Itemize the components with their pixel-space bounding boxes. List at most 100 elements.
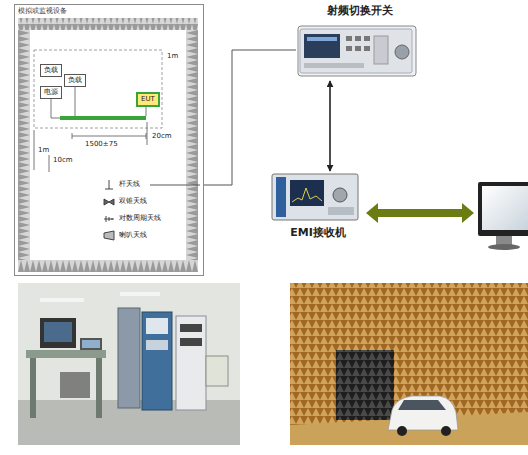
antenna-icons-part	[106, 216, 107, 222]
lab-photo-part	[118, 308, 140, 408]
emi-receiver-device-part	[290, 180, 324, 206]
test-setup-part	[72, 136, 146, 137]
dimension: 1500±75	[84, 140, 119, 149]
rf-switch-device-part	[300, 29, 412, 73]
antenna-name: 双锥天线	[118, 197, 148, 206]
monitor-part	[488, 244, 520, 250]
rf-switch-device-part	[364, 46, 370, 51]
absorber-wall-part	[18, 30, 30, 260]
node-title: 射频切换开关	[296, 4, 424, 18]
test-setup-part	[75, 86, 76, 116]
rf-switch-device-part	[355, 46, 361, 51]
emi-receiver-device	[272, 174, 358, 220]
receiver-device: EMI接收机	[270, 170, 366, 240]
antenna-name: 对数周期天线	[118, 214, 162, 223]
node-title: 模拟或监视设备	[15, 5, 203, 18]
antenna-icons-part	[150, 185, 200, 186]
dimension: 20cm	[151, 132, 173, 141]
anechoic-chamber-photo-part	[290, 283, 528, 445]
anechoic-chamber-photo-part	[441, 426, 451, 436]
lab-photo	[18, 283, 240, 445]
test-setup-part	[146, 133, 147, 139]
rf-switch-device-part	[304, 34, 340, 58]
absorber-wall-part	[18, 18, 198, 30]
lab-photo-part	[80, 338, 102, 350]
load-box: 负载	[64, 74, 86, 87]
absorber-wall-part	[18, 260, 198, 272]
anechoic-chamber-photo-part	[398, 400, 446, 410]
lab-photo-part	[142, 312, 172, 410]
dimension: 1m	[37, 146, 50, 155]
test-setup-part	[72, 133, 73, 139]
power-box: 电源	[40, 86, 62, 99]
dimension: 10cm	[52, 156, 74, 165]
antenna-name: 喇叭天线	[118, 231, 148, 240]
antenna-icons-part	[109, 180, 110, 189]
rf-switch-device-part	[304, 63, 364, 68]
antenna-icons-part	[105, 189, 113, 190]
monitor	[478, 182, 528, 250]
lab-photo-part	[26, 350, 106, 358]
connector	[204, 50, 296, 185]
switch-device: 射频切换开关	[296, 4, 424, 80]
lab-photo-part	[180, 324, 202, 332]
test-setup-part	[147, 122, 148, 145]
monitor-part	[478, 182, 528, 236]
emi-receiver-device-part	[272, 174, 358, 220]
lab-photo-part	[30, 358, 36, 418]
load-box: 负载	[40, 64, 62, 77]
anechoic-chamber-photo-part	[336, 350, 394, 420]
lab-photo-part	[18, 283, 240, 445]
antenna-icons-part	[104, 199, 114, 205]
anechoic-chamber-photo-part	[388, 396, 458, 430]
rf-switch-device	[298, 26, 416, 76]
emi-receiver-device-part	[328, 207, 354, 215]
monitor-part	[482, 186, 528, 230]
anechoic-chamber-photo	[290, 283, 528, 445]
lab-photo-part	[180, 338, 202, 346]
node-title: 负载	[65, 75, 85, 86]
antenna-name: 杆天线	[118, 180, 141, 189]
test-setup	[34, 50, 162, 172]
antenna-icons	[104, 180, 200, 240]
rf-switch-device-part	[355, 36, 361, 41]
node-title: EUT	[138, 94, 158, 105]
lab-photo-part	[206, 356, 228, 386]
antenna-icons-part	[112, 218, 113, 220]
antenna-icons-part	[109, 217, 110, 221]
antenna-icons-part	[104, 231, 114, 240]
connector	[329, 81, 331, 171]
rf-switch-device-part	[346, 46, 352, 51]
lab-photo-part	[96, 358, 102, 418]
rf-switch-device-part	[395, 45, 409, 59]
node-title: EMI接收机	[270, 226, 366, 240]
test-setup-part	[34, 50, 162, 128]
lab-photo-part	[40, 318, 76, 348]
emi-receiver-device-part	[276, 177, 286, 217]
absorber-wall-part	[186, 30, 198, 260]
lab-photo-part	[120, 292, 160, 296]
node-title: 负载	[41, 65, 61, 76]
lab-photo-part	[60, 372, 90, 398]
test-setup-part	[34, 130, 35, 170]
anechoic-chamber-photo-part	[290, 283, 528, 445]
eut-box: EUT	[136, 92, 160, 107]
lab-photo-part	[44, 322, 72, 342]
absorber-wall	[18, 18, 198, 272]
emi-receiver-device-part	[333, 188, 347, 202]
node-title: 电源	[41, 87, 61, 98]
test-setup-part	[51, 98, 60, 118]
data-link-arrow	[366, 203, 474, 223]
lab-photo-part	[146, 340, 168, 350]
lab-photo-part	[40, 298, 84, 302]
lab-photo-part	[82, 340, 100, 348]
dimension: 1m	[166, 52, 179, 61]
data-link-arrow-part	[366, 203, 474, 223]
rf-switch-device-part	[374, 36, 388, 64]
rf-switch-device-part	[298, 26, 416, 76]
rf-switch-device-part	[307, 37, 337, 41]
